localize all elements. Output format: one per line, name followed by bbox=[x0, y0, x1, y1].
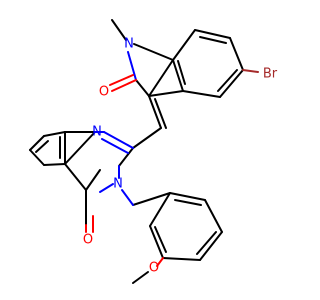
bond bbox=[149, 225, 164, 259]
bond bbox=[172, 29, 196, 61]
atom-br: Br bbox=[263, 67, 278, 82]
bond bbox=[154, 98, 167, 129]
bond bbox=[43, 163, 66, 166]
bond bbox=[109, 74, 134, 86]
bond bbox=[229, 37, 244, 71]
bond bbox=[135, 79, 150, 97]
bond bbox=[29, 135, 45, 151]
bond bbox=[111, 79, 137, 92]
bond bbox=[174, 199, 202, 206]
bond bbox=[177, 60, 186, 85]
atom-n-quinazolinone-3: N bbox=[113, 177, 123, 192]
bond bbox=[132, 192, 171, 206]
bond bbox=[43, 131, 66, 137]
bond bbox=[29, 149, 45, 166]
bond bbox=[219, 69, 244, 98]
atom-n-quinazolinone-1: N bbox=[92, 125, 102, 140]
bond bbox=[118, 147, 134, 167]
bond bbox=[149, 192, 171, 227]
bond bbox=[194, 29, 231, 39]
bond bbox=[64, 163, 87, 191]
bond bbox=[132, 271, 149, 284]
bond bbox=[169, 192, 206, 201]
bond bbox=[199, 36, 227, 44]
bond bbox=[148, 95, 162, 129]
background bbox=[0, 0, 300, 300]
bond bbox=[217, 69, 238, 92]
bond bbox=[64, 131, 96, 165]
atom-labels: N O Br N N O O bbox=[83, 37, 278, 276]
atom-o-indole: O bbox=[99, 85, 109, 100]
bond bbox=[132, 127, 162, 149]
bond bbox=[127, 51, 137, 81]
bond bbox=[148, 59, 174, 97]
bond bbox=[111, 19, 127, 41]
bond bbox=[182, 90, 221, 98]
bond bbox=[162, 257, 201, 261]
bond bbox=[103, 131, 134, 149]
bond bbox=[156, 257, 164, 267]
molecule-structure: N O Br N N O O bbox=[0, 0, 300, 300]
atom-o-methoxy: O bbox=[149, 261, 159, 276]
bond bbox=[85, 169, 101, 191]
bond bbox=[196, 231, 217, 255]
bond bbox=[99, 183, 114, 193]
bond bbox=[199, 231, 223, 261]
bond bbox=[133, 43, 174, 61]
bond bbox=[172, 59, 184, 92]
bond bbox=[154, 226, 167, 253]
atom-n-indole: N bbox=[124, 37, 134, 52]
bond bbox=[101, 138, 129, 154]
bond bbox=[35, 140, 49, 153]
bond bbox=[121, 189, 134, 206]
heteroatom-bonds bbox=[85, 51, 259, 267]
bond bbox=[242, 69, 259, 73]
bond bbox=[204, 199, 223, 233]
molecule-canvas: N O Br N N O O bbox=[0, 0, 300, 300]
atom-o-quinazolinone: O bbox=[83, 233, 93, 248]
carbon-bonds bbox=[29, 19, 244, 284]
bond bbox=[148, 90, 184, 97]
